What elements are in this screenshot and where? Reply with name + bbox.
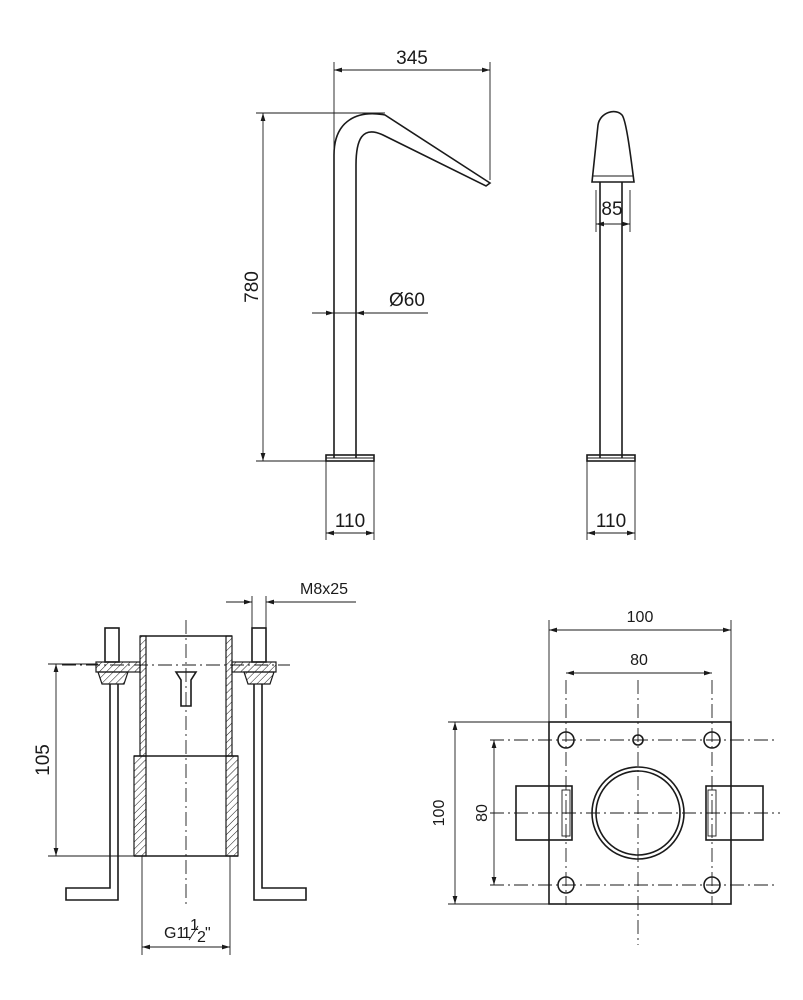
anchor-right (253, 684, 307, 901)
dim-hole-spacing-x: 80 (630, 652, 648, 669)
dim-thread-whole: 1 (182, 925, 191, 942)
flange-right (231, 661, 277, 673)
tab-slot-left (561, 789, 571, 837)
hole-center-small (632, 734, 644, 746)
tube-wall-left (139, 635, 147, 757)
anchor-left (65, 684, 119, 901)
pipe-opening-outer (591, 766, 685, 860)
hole-top-left (557, 731, 575, 749)
tab-left (515, 785, 573, 841)
dim-thread-numerator: 1 (190, 917, 199, 934)
dim-base-width-front: 110 (596, 511, 626, 532)
dim-thread-size: G1 (164, 925, 185, 942)
dim-spout-reach: 345 (396, 48, 428, 69)
tube-wall-right (225, 635, 233, 757)
front-view: 85 110 (586, 110, 636, 540)
dim-head-width: 85 (601, 199, 622, 220)
dim-thread-suffix: " (205, 925, 211, 942)
dim-base-width-side: 110 (335, 511, 365, 532)
dim-total-height: 780 (242, 271, 263, 303)
spout-outline (333, 113, 492, 458)
tab-right (705, 785, 764, 841)
dim-section-height: 105 (33, 744, 54, 776)
flange-left (95, 661, 141, 673)
tab-slot-right (707, 789, 717, 837)
sleeve-left (133, 755, 147, 857)
spout-head (591, 110, 635, 183)
dim-plate-height: 100 (431, 800, 448, 827)
stud-left (104, 627, 120, 663)
hole-bottom-right (703, 876, 721, 894)
mounting-plan: 100 80 100 80 (431, 609, 780, 945)
pipe-opening-inner (595, 770, 681, 856)
dim-bolt-size: M8x25 (300, 581, 348, 598)
sleeve-right (225, 755, 239, 857)
center-screw (174, 671, 198, 707)
nut-left (97, 671, 129, 685)
dim-hole-spacing-y: 80 (474, 804, 491, 822)
nut-right (243, 671, 275, 685)
hole-top-right (703, 731, 721, 749)
dim-plate-width: 100 (627, 609, 654, 626)
dim-pipe-diameter: Ø60 (389, 290, 425, 311)
dim-thread-denominator: 2 (197, 929, 206, 946)
hole-bottom-left (557, 876, 575, 894)
mounting-section: M8x25 105 G1 1 1 2 " (33, 581, 356, 955)
stud-right (251, 627, 267, 663)
side-view: 345 780 Ø60 110 (242, 48, 492, 540)
